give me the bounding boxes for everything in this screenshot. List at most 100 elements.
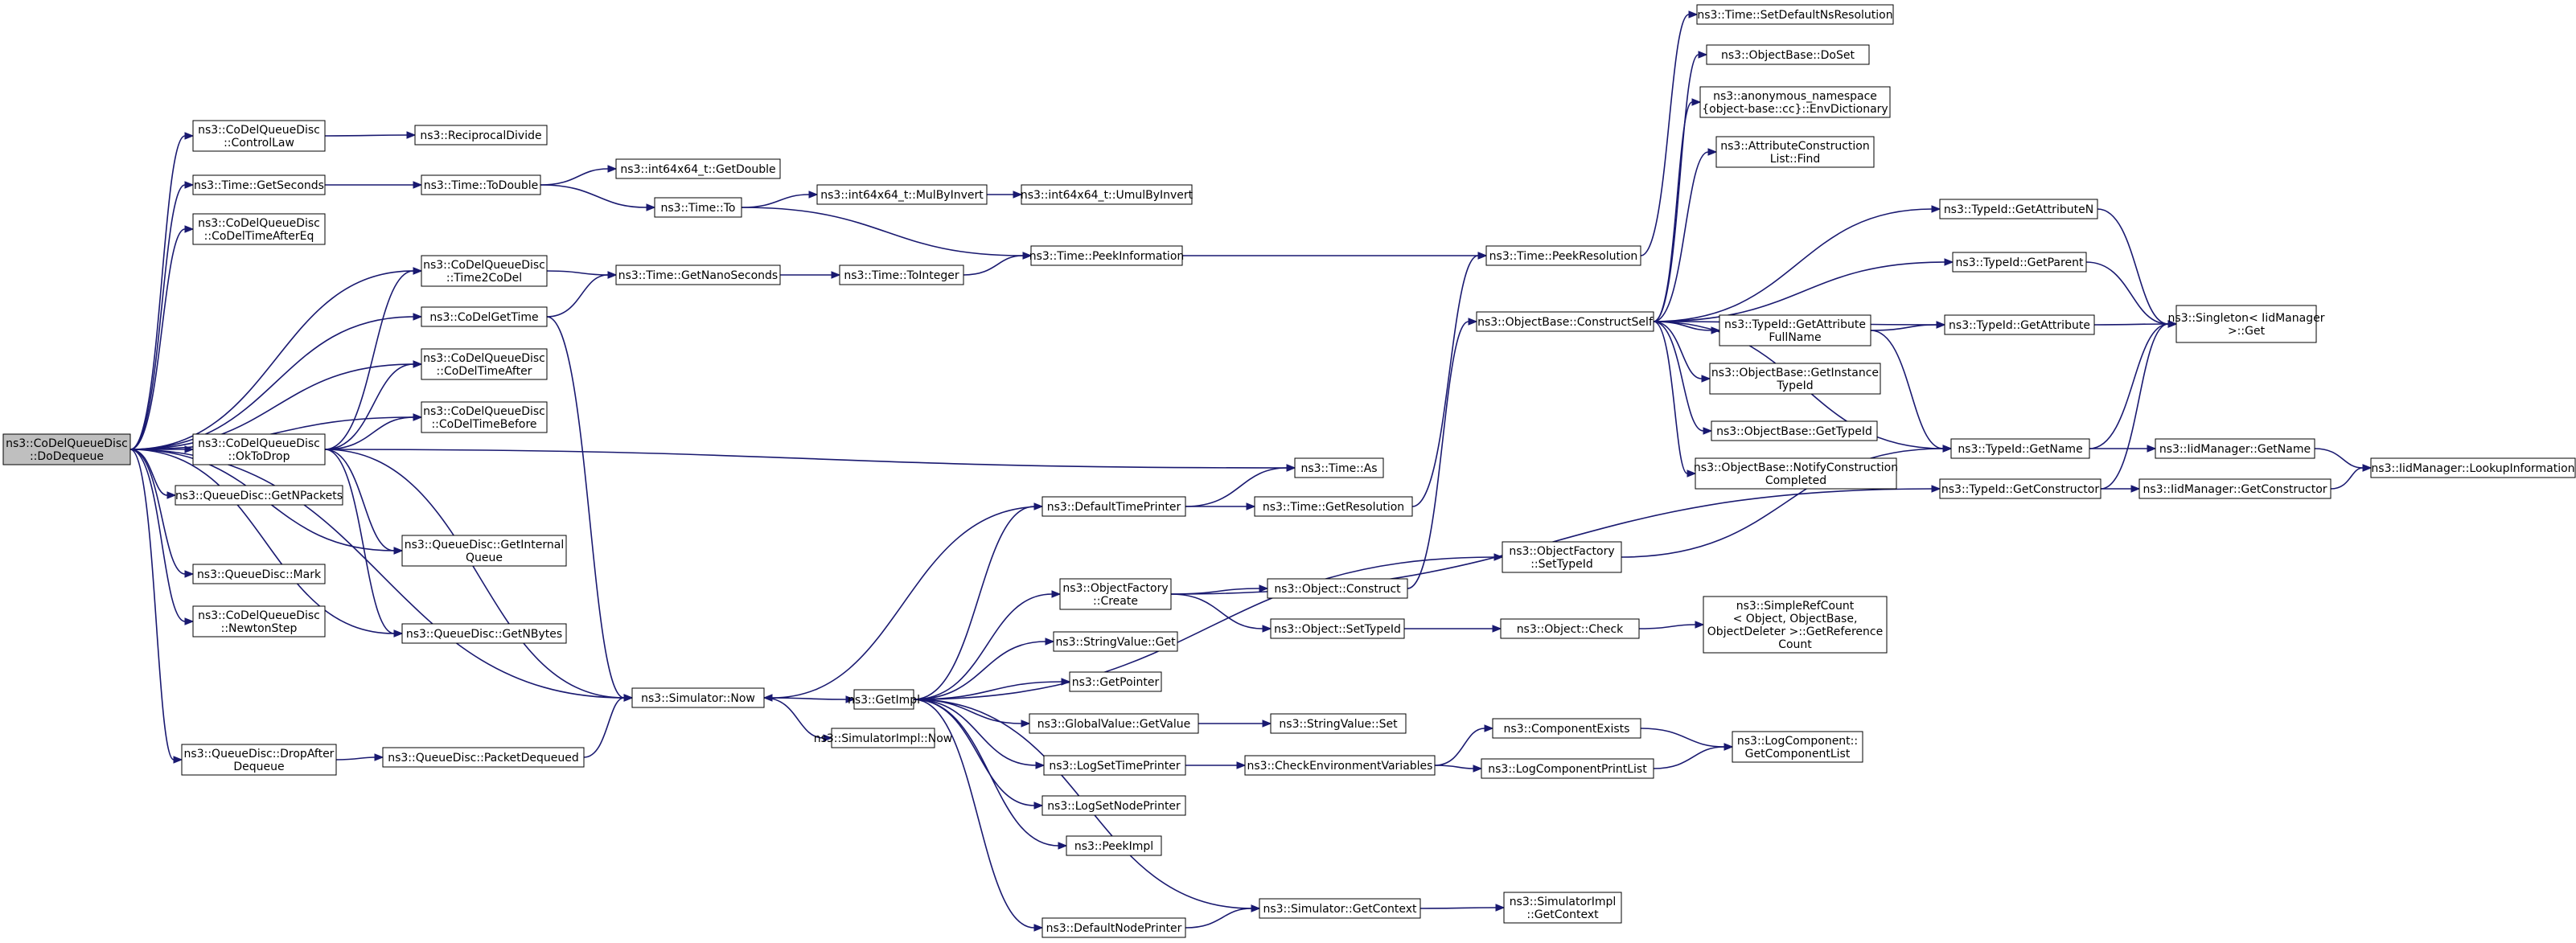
graph-node-n31[interactable]: ns3::ObjectFactory::Create xyxy=(1059,578,1172,610)
node-box xyxy=(1503,892,1622,924)
graph-node-n25[interactable]: ns3::Simulator::Now xyxy=(631,687,765,708)
node-label: ns3::QueueDisc::DropAfter xyxy=(184,748,335,761)
graph-node-n61[interactable]: ns3::ObjectBase::GetTypeId xyxy=(1711,420,1878,441)
graph-node-n44[interactable]: ns3::LogComponent::GetComponentList xyxy=(1732,731,1863,763)
graph-node-n2[interactable]: ns3::ReciprocalDivide xyxy=(414,125,548,146)
node-label: TypeId xyxy=(1776,379,1813,392)
node-label: ns3::int64x64_t::GetDouble xyxy=(620,163,775,176)
graph-node-n42[interactable]: ns3::ComponentExists xyxy=(1492,718,1641,739)
node-box xyxy=(421,255,548,287)
graph-node-n9[interactable]: ns3::CoDelQueueDisc::CoDelTimeAfterEq xyxy=(192,213,326,245)
graph-node-n28[interactable]: ns3::Time::As xyxy=(1294,457,1384,478)
graph-node-n0[interactable]: ns3::CoDelQueueDisc::DoDequeue xyxy=(2,433,131,465)
graph-node-n17[interactable]: ns3::CoDelQueueDisc::OkToDrop xyxy=(192,433,326,465)
graph-node-n36[interactable]: ns3::StringValue::Get xyxy=(1053,631,1178,652)
graph-node-n57[interactable]: ns3::TypeId::GetParent xyxy=(1952,252,2087,273)
graph-node-n43[interactable]: ns3::LogComponentPrintList xyxy=(1481,758,1654,779)
graph-node-n26[interactable]: ns3::GetImpl xyxy=(848,689,920,710)
graph-node-n21[interactable]: ns3::CoDelQueueDisc::NewtonStep xyxy=(192,605,326,638)
graph-node-n14[interactable]: ns3::CoDelGetTime xyxy=(421,306,548,327)
graph-node-n69[interactable]: ns3::SimpleRefCount< Object, ObjectBase,… xyxy=(1703,596,1888,654)
node-label: ns3::LogSetNodePrinter xyxy=(1047,800,1181,813)
graph-node-n8[interactable]: ns3::int64x64_t::UmulByInvert xyxy=(1021,184,1194,205)
graph-node-n47[interactable]: ns3::Simulator::GetContext xyxy=(1259,898,1421,919)
graph-node-n30[interactable]: ns3::Time::GetResolution xyxy=(1254,496,1413,517)
graph-node-n3[interactable]: ns3::Time::GetSeconds xyxy=(192,174,326,195)
graph-node-n45[interactable]: ns3::LogSetNodePrinter xyxy=(1041,795,1186,816)
call-edge xyxy=(2097,208,2178,328)
graph-node-n53[interactable]: ns3::anonymous_namespace{object-base::cc… xyxy=(1699,86,1891,118)
graph-node-n4[interactable]: ns3::Time::ToDouble xyxy=(421,174,541,195)
node-box xyxy=(181,744,337,776)
graph-node-n39[interactable]: ns3::StringValue::Set xyxy=(1270,713,1407,734)
graph-node-n35[interactable]: ns3::ObjectFactory::SetTypeId xyxy=(1502,541,1622,573)
graph-node-n48[interactable]: ns3::SimulatorImpl::GetContext xyxy=(1503,892,1622,924)
graph-node-n51[interactable]: ns3::Time::PeekResolution xyxy=(1485,245,1641,266)
graph-node-n63[interactable]: ns3::Singleton< IidManager >::Get xyxy=(2168,305,2325,343)
graph-node-n46[interactable]: ns3::PeekImpl xyxy=(1066,835,1162,856)
graph-node-n33[interactable]: ns3::Object::SetTypeId xyxy=(1270,618,1405,639)
graph-node-n58[interactable]: ns3::TypeId::GetAttribute xyxy=(1944,314,2095,335)
call-edge xyxy=(913,502,1044,700)
node-label: ns3::Time::As xyxy=(1300,462,1377,475)
node-box xyxy=(816,184,988,205)
node-label: ns3::CoDelQueueDisc xyxy=(423,352,545,365)
node-label: ns3::ReciprocalDivide xyxy=(420,129,541,142)
graph-node-n12[interactable]: ns3::Time::ToInteger xyxy=(839,264,964,285)
node-label: ns3::Time::GetResolution xyxy=(1263,501,1404,514)
node-label: ns3::Time::ToDouble xyxy=(424,179,539,192)
graph-node-n38[interactable]: ns3::GlobalValue::GetValue xyxy=(1029,713,1199,734)
node-label: Completed xyxy=(1765,474,1826,487)
node-label: ns3::GetPointer xyxy=(1072,676,1160,689)
graph-node-n18[interactable]: ns3::QueueDisc::GetNPackets xyxy=(175,485,343,506)
node-box xyxy=(1939,478,2101,499)
node-label: ns3::Time::To xyxy=(661,202,736,215)
node-label: ns3::CoDelQueueDisc xyxy=(198,437,320,450)
graph-node-n41[interactable]: ns3::CheckEnvironmentVariables xyxy=(1244,755,1436,776)
call-edge xyxy=(913,699,1044,932)
node-label: ns3::QueueDisc::GetNBytes xyxy=(406,628,562,641)
graph-node-n50[interactable]: ns3::Time::SetDefaultNsResolution xyxy=(1696,4,1894,25)
graph-node-n24[interactable]: ns3::QueueDisc::PacketDequeued xyxy=(382,747,585,768)
graph-node-n66[interactable]: ns3::IidManager::LookupInformation xyxy=(2370,457,2576,478)
graph-node-n29[interactable]: ns3::DefaultTimePrinter xyxy=(1041,496,1186,517)
node-label: ::ControlLaw xyxy=(224,137,294,150)
graph-node-n15[interactable]: ns3::CoDelQueueDisc::CoDelTimeAfter xyxy=(421,348,548,380)
graph-node-n5[interactable]: ns3::int64x64_t::GetDouble xyxy=(615,158,781,179)
graph-node-n11[interactable]: ns3::Time::GetNanoSeconds xyxy=(615,264,781,285)
graph-node-n7[interactable]: ns3::int64x64_t::MulByInvert xyxy=(816,184,988,205)
graph-node-n13[interactable]: ns3::Time::PeekInformation xyxy=(1029,245,1185,266)
call-edge xyxy=(335,753,384,761)
graph-node-n56[interactable]: ns3::TypeId::GetAttributeN xyxy=(1939,199,2098,219)
graph-node-n68[interactable]: ns3::IidManager::GetConstructor xyxy=(2138,478,2332,499)
graph-node-n20[interactable]: ns3::QueueDisc::Mark xyxy=(192,564,326,584)
graph-node-n34[interactable]: ns3::Object::Check xyxy=(1500,618,1640,639)
graph-node-n40[interactable]: ns3::LogSetTimePrinter xyxy=(1043,755,1186,776)
node-label: ns3::Object::Construct xyxy=(1274,583,1401,596)
graph-node-n32[interactable]: ns3::Object::Construct xyxy=(1267,578,1408,599)
graph-node-n49[interactable]: ns3::DefaultNodePrinter xyxy=(1041,917,1186,938)
call-edge xyxy=(324,181,423,189)
graph-node-n1[interactable]: ns3::CoDelQueueDisc::ControlLaw xyxy=(192,120,326,152)
graph-node-n65[interactable]: ns3::IidManager::GetName xyxy=(2155,438,2315,459)
graph-node-n22[interactable]: ns3::QueueDisc::GetNBytes xyxy=(401,623,567,644)
graph-node-n64[interactable]: ns3::TypeId::GetName xyxy=(1950,438,2090,459)
graph-node-n6[interactable]: ns3::Time::To xyxy=(654,197,742,218)
call-edge xyxy=(324,449,404,638)
graph-node-n67[interactable]: ns3::TypeId::GetConstructor xyxy=(1939,478,2101,499)
graph-node-n10[interactable]: ns3::CoDelQueueDisc::Time2CoDel xyxy=(421,255,548,287)
node-label: ns3::LogSetTimePrinter xyxy=(1049,760,1181,773)
graph-node-n37[interactable]: ns3::GetPointer xyxy=(1069,671,1162,692)
graph-node-n16[interactable]: ns3::CoDelQueueDisc::CoDelTimeBefore xyxy=(421,401,548,433)
graph-node-n62[interactable]: ns3::ObjectBase::NotifyConstructionCompl… xyxy=(1694,457,1898,490)
graph-node-n27[interactable]: ns3::SimulatorImpl::Now xyxy=(814,728,953,748)
node-label: ns3::CoDelQueueDisc xyxy=(6,437,128,450)
node-box xyxy=(1944,314,2095,335)
graph-node-n55[interactable]: ns3::ObjectBase::ConstructSelf xyxy=(1476,311,1654,332)
graph-node-n52[interactable]: ns3::ObjectBase::DoSet xyxy=(1706,44,1870,65)
